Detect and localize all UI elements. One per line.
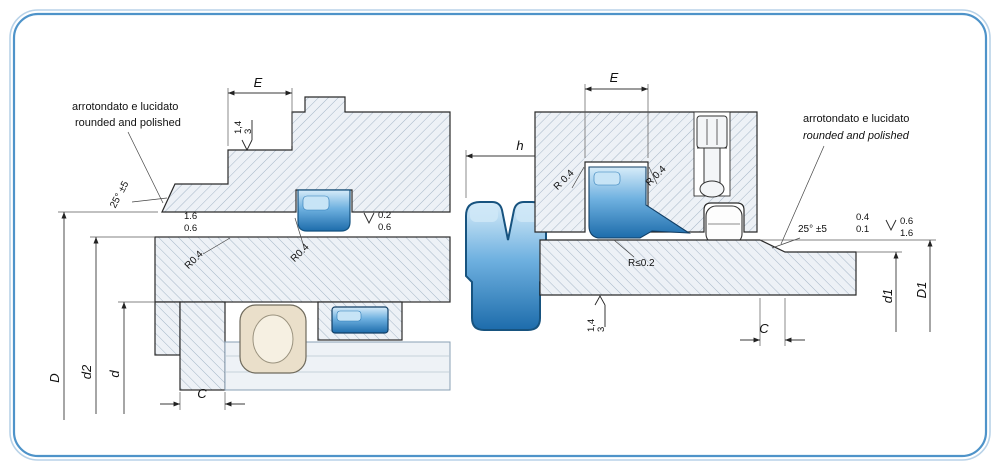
dim-label-h: h: [516, 138, 523, 153]
groove-finish-1: 0.2: [378, 210, 391, 221]
dim-label-D: D: [47, 373, 62, 382]
seal-profile: h: [465, 138, 547, 331]
groove-finish-2: 0.6: [378, 222, 391, 233]
left-view: E 1,4 3 arrotondato e lucidato rounded a…: [47, 75, 451, 420]
note-right-line2: rounded and polished: [803, 130, 910, 142]
left-secondary-seal-highlight: [336, 310, 362, 322]
surface-finish-right-2: 1.6: [900, 228, 913, 239]
left-lower-step: [154, 301, 181, 356]
surface-finish-right-1: 0.6: [900, 216, 913, 227]
left-bearing-ball: [252, 314, 294, 364]
roughness-value: 3: [596, 327, 607, 332]
right-seal-highlight: [593, 171, 621, 186]
screw-shank: [703, 147, 721, 187]
note-left-line2: rounded and polished: [75, 117, 181, 129]
note-leader-left: [127, 131, 164, 204]
radius-leader-1: [202, 237, 231, 255]
radius-leader-seal: [613, 239, 635, 258]
right-view: E R 0.4 R 0.4 R≤0.2 arrotondato e lucida…: [534, 70, 936, 346]
roughness-value: 1,4: [586, 319, 597, 332]
chamfer-finish-2: 0.6: [184, 223, 197, 234]
radius-callout-seal: R≤0.2: [628, 258, 655, 269]
note-left-line1: arrotondato e lucidato: [72, 101, 178, 113]
dim-label-d2: d2: [79, 364, 94, 379]
wiper-seal: [705, 205, 743, 245]
dim-label-c-right: C: [759, 321, 769, 336]
dim-label-e-left: E: [254, 75, 263, 90]
seal-cross-section: [465, 201, 547, 331]
radius-leader-left: [571, 166, 585, 189]
roughness-value: 3: [243, 129, 254, 134]
finish-triangle-right: [885, 219, 897, 232]
dim-label-c-left: C: [197, 386, 207, 401]
roughness-symbol-left: [241, 120, 253, 152]
radius-leader-right: [648, 166, 658, 185]
finish-triangle-left: [363, 212, 375, 225]
screw-head: [696, 115, 728, 149]
chamfer-finish-1: 1.6: [184, 211, 197, 222]
dim-label-d1: d1: [880, 289, 895, 303]
dim-label-e-right: E: [610, 70, 619, 85]
note-leader-right: [780, 145, 825, 245]
note-right-line1: arrotondato e lucidato: [803, 113, 909, 125]
roughness-value: 1,4: [233, 121, 244, 134]
seal-lip-highlight: [470, 206, 498, 222]
chamfer-finish-right-1: 0.4: [856, 212, 869, 223]
dim-label-d: d: [107, 370, 122, 378]
radius-leader-2: [294, 217, 305, 248]
left-lower-flange: [179, 301, 226, 391]
angle-label-right: 25° ±5: [798, 224, 827, 235]
left-seal-highlight: [302, 195, 330, 211]
chamfer-finish-right-2: 0.1: [856, 224, 869, 235]
left-lower-housing: [154, 236, 451, 303]
roughness-symbol-right: [594, 295, 606, 327]
angle-leader-left: [131, 197, 168, 203]
screw-tip: [699, 180, 725, 198]
frame-halo: [9, 9, 991, 461]
dim-label-D1: D1: [914, 282, 929, 299]
